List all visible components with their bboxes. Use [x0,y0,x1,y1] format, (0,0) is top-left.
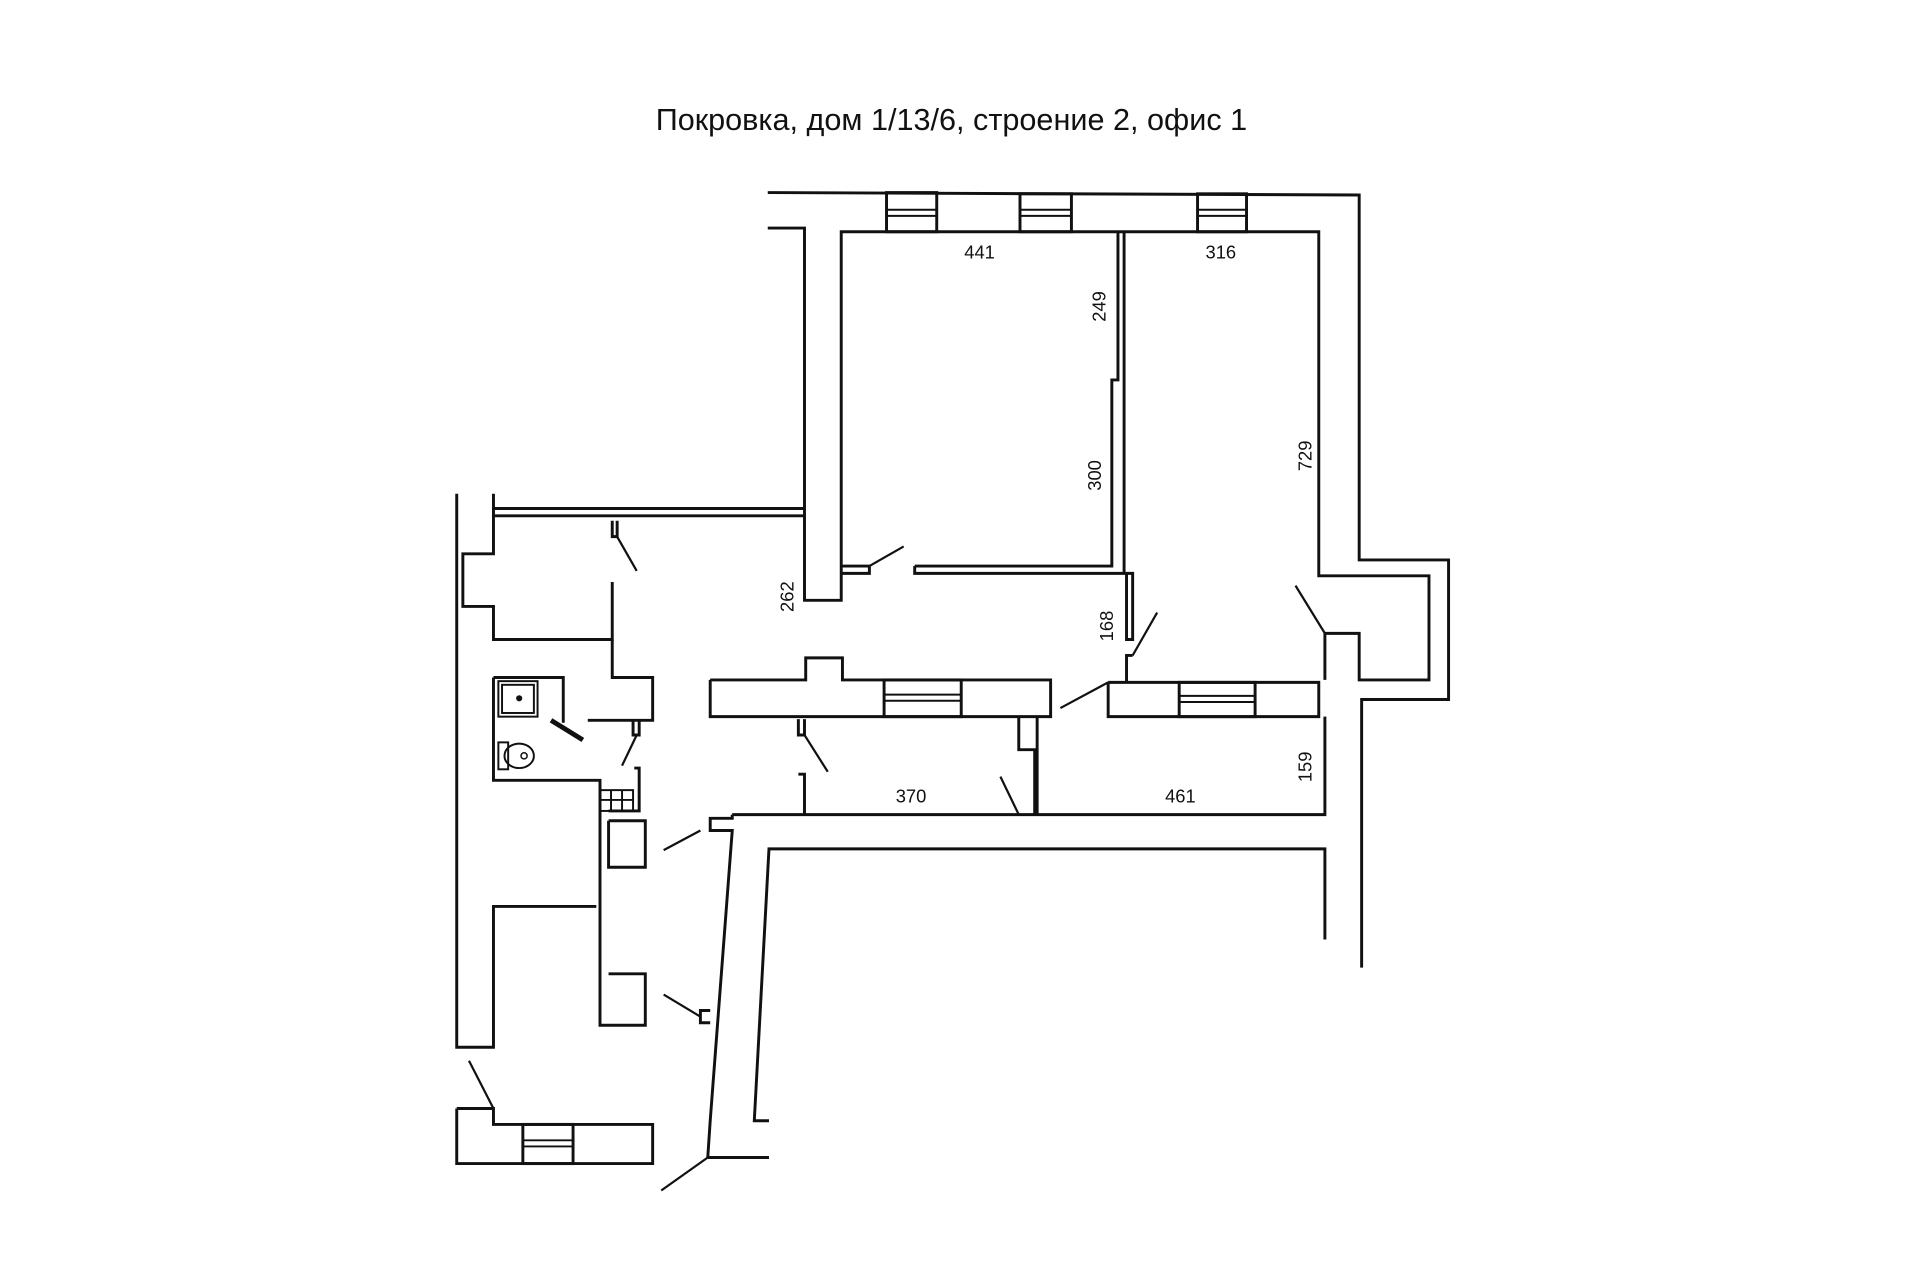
walls [455,191,1451,1166]
window-icon [885,191,939,234]
doors [467,536,1326,1192]
dim-room4-width: 461 [1165,785,1196,806]
radiator-icon [599,789,635,812]
fixtures [497,680,635,812]
window-icon [521,1122,575,1166]
plan-title: Покровка, дом 1/13/6, строение 2, офис 1 [656,103,1247,137]
dim-room3-width: 370 [896,785,927,806]
window-icon [1018,192,1073,234]
dim-room1-width: 441 [964,242,995,263]
dim-partition-lower: 300 [1084,460,1105,491]
dim-doorway: 168 [1096,611,1117,642]
dim-room2-length: 729 [1294,441,1315,472]
dim-room2-width: 316 [1205,242,1236,263]
sink-icon [497,680,539,718]
window-icon [1196,192,1248,234]
dim-room4-depth: 159 [1294,752,1315,783]
window-icon [1177,680,1257,719]
toilet-icon [497,741,535,771]
dim-corridor-width: 262 [776,581,797,612]
windows [521,191,1257,1166]
window-icon [882,678,963,719]
dimension-labels: 441 316 249 300 729 262 168 370 461 159 [776,242,1315,807]
dim-partition-upper: 249 [1089,291,1110,322]
